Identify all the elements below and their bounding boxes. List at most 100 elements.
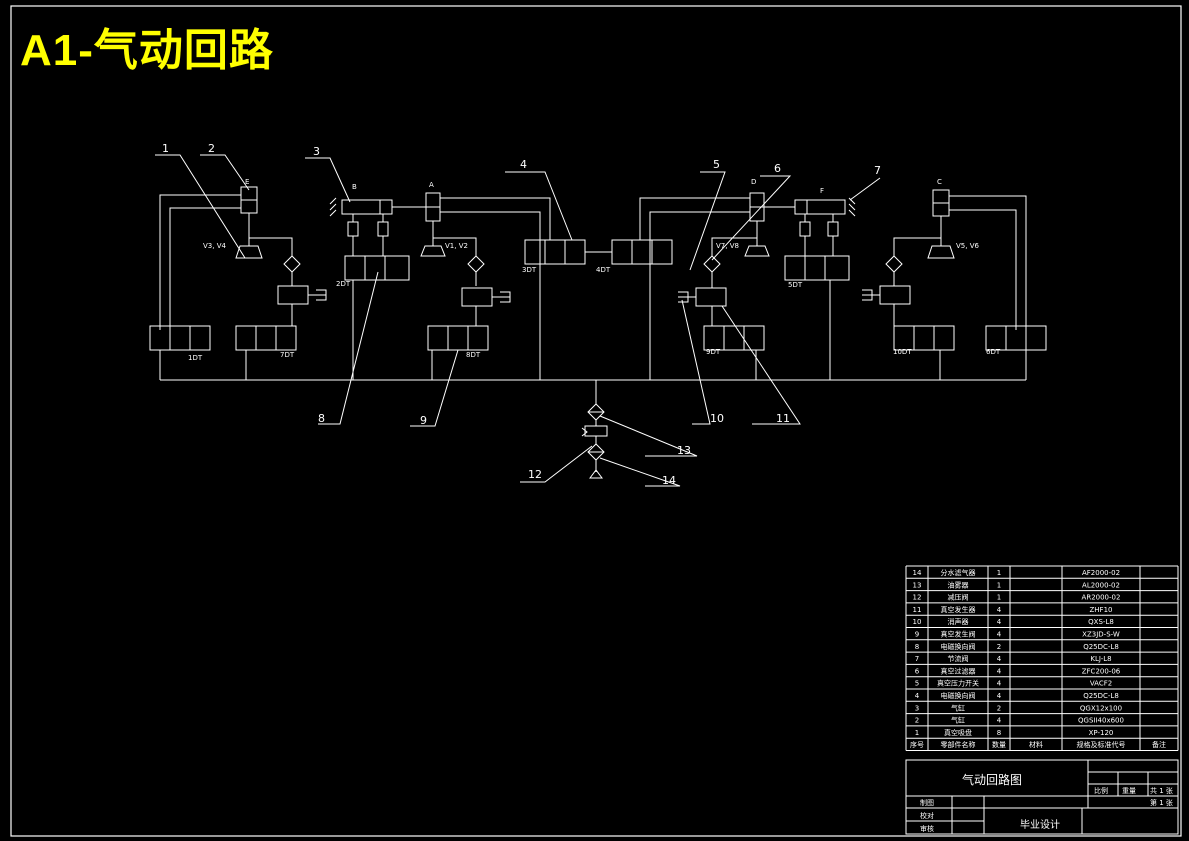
callout-11: 11 [776, 412, 790, 425]
title-block-scale: 比例 [1094, 786, 1108, 795]
bom-row-qty: 4 [997, 717, 1002, 725]
vacuum-branch-right [862, 237, 1047, 380]
cup-label-V3V4: V3, V4 [203, 242, 226, 250]
bom-row-qty: 2 [997, 643, 1001, 651]
title-block-checked: 校对 [920, 811, 934, 820]
cylinder-label-B: B [352, 183, 357, 191]
bom-row-name: 真空吸盘 [944, 728, 972, 737]
bom-row-qty: 4 [997, 655, 1002, 663]
bom-row-qty: 2 [997, 704, 1001, 712]
bom-row-spec: VACF2 [1090, 680, 1112, 688]
bom-row-spec: AR2000-02 [1082, 594, 1121, 602]
callout-12: 12 [528, 468, 542, 481]
bom-header-qty: 数量 [992, 740, 1006, 749]
bom-row-spec: XP-120 [1089, 729, 1114, 737]
solenoid-4DT: 4DT [596, 266, 611, 274]
vacuum-branch-center-left [427, 237, 511, 380]
solenoid-9DT: 9DT [706, 348, 721, 356]
title-block [905, 759, 1179, 835]
cylinder-C [927, 189, 1027, 330]
bom-row-qty: 4 [997, 667, 1002, 675]
bom-header-spec: 规格及标准代号 [1077, 740, 1126, 749]
bom-row-name: 真空压力开关 [937, 679, 979, 688]
title-block-sheet-no: 第 1 张 [1150, 798, 1173, 807]
callout-14: 14 [662, 474, 676, 487]
vacuum-branch-center-right [678, 237, 765, 380]
bom-row-no: 8 [915, 643, 919, 651]
cylinder-A [420, 192, 551, 380]
cylinder-label-A: A [429, 181, 434, 189]
title-block-sheets-total: 共 1 张 [1150, 786, 1173, 795]
bom-row-no: 10 [913, 618, 922, 626]
title-block-project: 毕业设计 [1020, 818, 1060, 831]
bom-row-no: 9 [915, 631, 919, 639]
bom-row-spec: Q25DC-L8 [1083, 643, 1119, 651]
callout-5: 5 [713, 158, 720, 171]
bom-row-spec: QGSII40x600 [1078, 717, 1124, 725]
bom-row-name: 电磁换向阀 [941, 642, 976, 651]
solenoid-7DT: 7DT [280, 351, 295, 359]
title-block-drawn: 制图 [920, 798, 934, 807]
callout-1: 1 [162, 142, 169, 155]
vacuum-branch-left [149, 237, 327, 380]
bom-row-no: 13 [913, 581, 922, 589]
bom-row-qty: 4 [997, 606, 1002, 614]
title-block-weight: 重量 [1122, 787, 1136, 795]
cylinder-E [159, 186, 263, 330]
cylinder-B [329, 197, 426, 256]
callout-7: 7 [874, 164, 881, 177]
bom-row-no: 5 [915, 680, 919, 688]
bom-row-qty: 1 [997, 581, 1001, 589]
cylinder-label-E: E [245, 178, 249, 186]
bom-header-name: 零部件名称 [941, 740, 976, 749]
cylinder-label-D: D [751, 178, 756, 186]
solenoid-2DT: 2DT [336, 280, 351, 288]
bom-grid [905, 565, 1179, 751]
bom-row-spec: QXS-L8 [1088, 618, 1114, 626]
bom-row-no: 11 [913, 606, 922, 614]
bom-row-no: 2 [915, 717, 919, 725]
valve-2DT [344, 255, 410, 380]
bom-row-spec: ZHF10 [1090, 606, 1113, 614]
bom-row-name: 减压阀 [948, 593, 969, 602]
bom-row-no: 6 [915, 667, 920, 675]
solenoid-1DT: 1DT [188, 354, 203, 362]
callout-6: 6 [774, 162, 781, 175]
cylinder-label-F: F [820, 187, 824, 195]
cup-label-V1V2: V1, V2 [445, 242, 468, 250]
bom-row-qty: 1 [997, 594, 1001, 602]
bom-row-no: 4 [915, 692, 920, 700]
cup-label-V7V8: V7, V8 [716, 242, 739, 250]
valve-3DT [524, 239, 596, 265]
bom-header-no: 序号 [910, 740, 924, 749]
leader-lines [155, 154, 881, 487]
frl-unit [581, 403, 608, 479]
cup-label-V5V6: V5, V6 [956, 242, 979, 250]
drawing-headline: A1-气动回路 [20, 26, 274, 75]
drawing-border [10, 5, 1182, 837]
solenoid-5DT: 5DT [788, 281, 803, 289]
bom-row-no: 14 [913, 569, 922, 577]
solenoid-3DT: 3DT [522, 266, 537, 274]
callout-2: 2 [208, 142, 215, 155]
bom-row-qty: 4 [997, 618, 1002, 626]
bom-row-spec: Q25DC-L8 [1083, 692, 1119, 700]
bom-row-spec: ZFC200-06 [1082, 667, 1121, 675]
callout-13: 13 [677, 444, 691, 457]
bom-row-qty: 8 [997, 729, 1001, 737]
callout-10: 10 [710, 412, 724, 425]
bom-row-name: 油雾器 [948, 580, 969, 589]
callout-8: 8 [318, 412, 325, 425]
bom-row-no: 1 [915, 729, 919, 737]
callout-3: 3 [313, 145, 320, 158]
bom-row-name: 真空发生阀 [941, 630, 976, 639]
bom-row-name: 气缸 [951, 716, 965, 725]
bom-row-name: 真空发生器 [941, 605, 976, 614]
title-block-title: 气动回路图 [962, 772, 1022, 787]
cylinder-F [764, 197, 856, 256]
bom-row-no: 3 [915, 704, 919, 712]
bom-row-name: 电磁换向阀 [941, 691, 976, 700]
bom-row-qty: 1 [997, 569, 1001, 577]
